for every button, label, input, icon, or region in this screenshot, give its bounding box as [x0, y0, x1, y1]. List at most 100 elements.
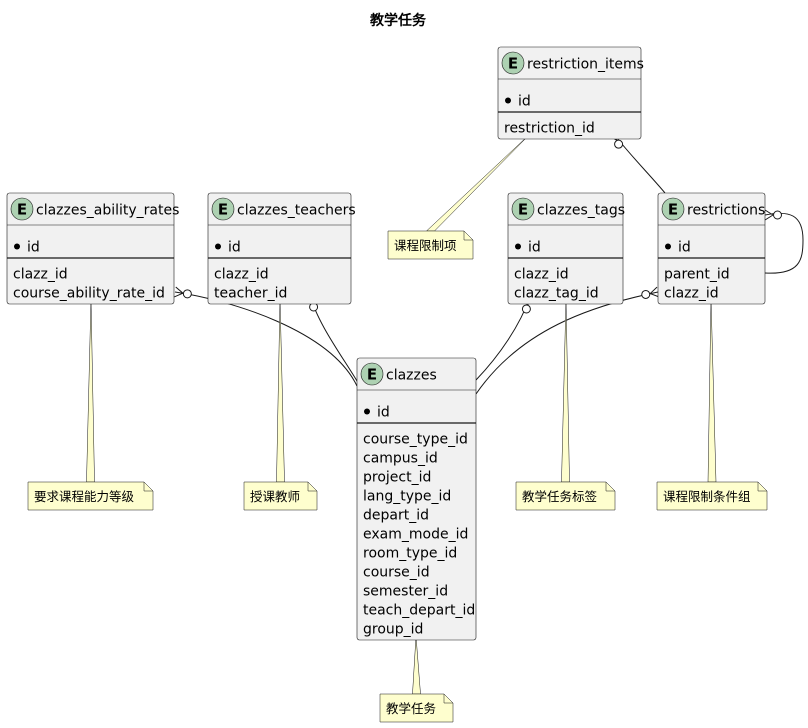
entity-field: clazz_id [664, 286, 719, 302]
entity-field: project_id [363, 470, 431, 486]
key-bullet-icon [215, 243, 221, 250]
relation-clazzes-tags [475, 296, 531, 381]
entity-marker-icon [10, 197, 34, 221]
note-text: 课程限制条件组 [663, 489, 751, 504]
entity-key-field: id [27, 240, 40, 256]
entity-field: semester_id [363, 584, 448, 600]
entity-field: course_ability_rate_id [13, 286, 165, 302]
note-fold [443, 694, 453, 704]
note-fold [463, 231, 473, 241]
entity-field: room_type_id [363, 546, 457, 562]
entity-name: restrictions [687, 203, 765, 219]
entity-field: course_id [363, 565, 430, 581]
note-clazzes: 教学任务 [379, 693, 454, 723]
relation-clazzes-ability-rates [174, 291, 358, 387]
entity-box [207, 192, 352, 305]
entity-box [507, 192, 624, 305]
note-text: 教学任务标签 [522, 489, 598, 504]
entity-marker-letter: E [508, 55, 518, 73]
note-connector [276, 297, 285, 483]
note-box [515, 481, 616, 511]
entity-field: group_id [363, 622, 423, 638]
entity-field: course_type_id [363, 432, 468, 448]
entity-field: teacher_id [214, 286, 287, 302]
entity-box [497, 46, 642, 140]
note-connector [412, 635, 421, 695]
note-fold [307, 482, 317, 492]
note-box [379, 693, 454, 723]
crows-foot-marker [641, 286, 660, 299]
entity-key-field: id [228, 240, 241, 256]
note-restrictions: 课程限制条件组 [656, 481, 768, 511]
crows-foot-marker [174, 286, 192, 299]
note-box [27, 481, 154, 511]
relation-clazzes-restrictions [475, 291, 659, 395]
note-text: 要求课程能力等级 [34, 489, 135, 504]
entity-field: clazz_id [514, 267, 569, 283]
entity-name: clazzes_ability_rates [36, 203, 179, 219]
relations [174, 130, 804, 395]
entity-field: clazz_tag_id [514, 286, 599, 302]
note-box [656, 481, 768, 511]
entity-marker-icon [661, 197, 685, 221]
note-clazzes-teachers: 授课教师 [243, 481, 318, 511]
entity-key-field: id [678, 240, 691, 256]
entity-marker-letter: E [367, 366, 377, 384]
relation-restrictions-self [764, 212, 804, 274]
entity-field: restriction_id [504, 121, 595, 137]
entity-field: depart_id [363, 508, 429, 524]
entity-name: clazzes_tags [537, 203, 625, 219]
entity-box [6, 192, 175, 305]
note-fold [757, 482, 767, 492]
entity-marker-letter: E [17, 201, 27, 219]
note-text: 授课教师 [250, 489, 300, 504]
note-connector [86, 297, 95, 483]
note-box [243, 481, 318, 511]
entity-field: clazz_id [214, 267, 269, 283]
key-bullet-icon [515, 243, 521, 250]
key-bullet-icon [14, 243, 20, 250]
entity-field: lang_type_id [363, 489, 451, 505]
entity-marker-icon [360, 362, 384, 386]
note-clazzes-ability-rates: 要求课程能力等级 [27, 481, 154, 511]
entity-marker-letter: E [218, 201, 228, 219]
entity-marker-letter: E [668, 201, 678, 219]
note-text: 课程限制项 [394, 238, 457, 253]
entity-marker-icon [501, 51, 525, 75]
note-clazzes-tags: 教学任务标签 [515, 481, 616, 511]
note-text: 教学任务 [386, 701, 436, 716]
entity-name: restriction_items [527, 57, 644, 73]
crows-foot-marker [764, 209, 782, 221]
entity-box [356, 357, 477, 641]
entity-key-field: id [518, 94, 531, 110]
entity-name: clazzes [386, 368, 437, 384]
note-connector [707, 297, 717, 483]
entity-marker-letter: E [518, 201, 528, 219]
entity-name: clazzes_teachers [237, 203, 356, 219]
note-box [387, 230, 474, 260]
entity-marker-icon [211, 197, 235, 221]
entity-field: teach_depart_id [363, 603, 475, 619]
note-fold [605, 482, 615, 492]
note-connector [561, 297, 570, 483]
entity-marker-icon [511, 197, 535, 221]
note-fold [143, 482, 153, 492]
key-bullet-icon [505, 97, 511, 104]
entity-field: clazz_id [13, 267, 68, 283]
key-bullet-icon [364, 408, 370, 415]
diagram-title: 教学任务 [370, 12, 427, 29]
entity-field: exam_mode_id [363, 527, 468, 543]
note-restriction-items: 课程限制项 [387, 230, 474, 260]
entity-key-field: id [377, 405, 390, 421]
entity-field: campus_id [363, 451, 438, 467]
key-bullet-icon [665, 243, 671, 250]
